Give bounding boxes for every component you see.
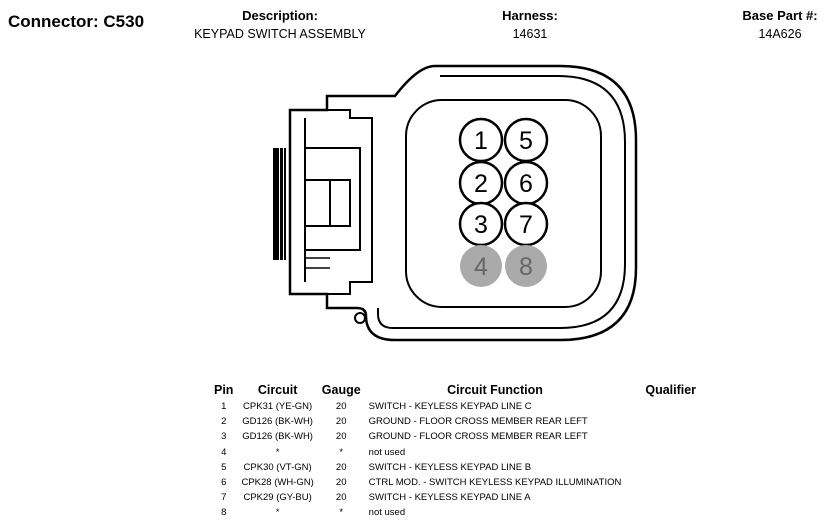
pin-circle bbox=[460, 245, 502, 287]
pin-2: 2 bbox=[458, 160, 504, 206]
pin-table: Pin Circuit Gauge Circuit Function Quali… bbox=[210, 383, 700, 521]
cell-gauge: 20 bbox=[335, 416, 347, 428]
base-part-label: Base Part #: bbox=[742, 8, 818, 23]
cell-qualifier bbox=[625, 445, 700, 460]
table-row: 4 * * not used bbox=[210, 445, 700, 460]
cell-circuit: GD126 (BK-WH) bbox=[242, 431, 313, 443]
base-part-block: Base Part #: 14A626 bbox=[720, 8, 827, 41]
cell-gauge: 20 bbox=[335, 401, 347, 412]
cell-pin: 3 bbox=[221, 431, 227, 443]
cell-gauge: * bbox=[339, 446, 344, 458]
pin-label: 5 bbox=[519, 127, 533, 155]
cell-circuit: * bbox=[275, 446, 280, 458]
cell-qualifier bbox=[625, 460, 700, 475]
pin-label: 4 bbox=[474, 253, 488, 281]
pin-8: 8 bbox=[505, 245, 547, 287]
pin-7: 7 bbox=[503, 201, 549, 247]
table-row: 3 GD126 (BK-WH) 20 GROUND - FLOOR CROSS MEM… bbox=[210, 429, 700, 444]
grip-ribs bbox=[273, 148, 286, 260]
cell-gauge: 20 bbox=[335, 461, 347, 473]
description-label: Description: bbox=[242, 8, 318, 23]
cell-function: CTRL MOD. - SWITCH KEYLESS KEYPAD ILLUMI… bbox=[368, 477, 622, 489]
col-circuit-header: Circuit bbox=[257, 383, 298, 397]
pin-label: 1 bbox=[474, 127, 488, 155]
connector-housing bbox=[288, 64, 638, 342]
pin-4: 4 bbox=[460, 245, 502, 287]
pin-3: 3 bbox=[458, 201, 504, 247]
col-function-header: Circuit Function bbox=[447, 383, 543, 397]
table-row: 7 CPK29 (GY-BU) 20 SWITCH - KEYLESS KEYPAD … bbox=[210, 490, 700, 505]
col-gauge-header: Gauge bbox=[321, 383, 361, 397]
table-row: 2 GD126 (BK-WH) 20 GROUND - FLOOR CROSS MEM… bbox=[210, 414, 700, 429]
cell-qualifier bbox=[625, 429, 700, 444]
cell-circuit: CPK31 (YE-GN) bbox=[243, 401, 313, 412]
pin-label: 8 bbox=[519, 253, 533, 281]
table-row: 6 CPK28 (WH-GN) 20 CTRL MOD. - SWITCH KEYLE… bbox=[210, 475, 700, 490]
pin-circle bbox=[505, 245, 547, 287]
cell-qualifier bbox=[625, 490, 700, 505]
pin-label: 3 bbox=[474, 211, 488, 239]
pin-label: 7 bbox=[519, 211, 533, 239]
cell-circuit: GD126 (BK-WH) bbox=[242, 416, 313, 428]
pin-label: 2 bbox=[474, 170, 488, 198]
cell-function: SWITCH - KEYLESS KEYPAD LINE B bbox=[368, 461, 532, 473]
col-pin-header: Pin bbox=[214, 383, 234, 397]
description-block: Description: KEYPAD SWITCH ASSEMBLY bbox=[180, 8, 380, 41]
cell-circuit: * bbox=[275, 507, 280, 519]
cell-circuit: CPK29 (GY-BU) bbox=[243, 492, 312, 504]
connector-title: Connector: C530 bbox=[8, 12, 145, 31]
cell-qualifier bbox=[625, 414, 700, 429]
cell-circuit: CPK28 (WH-GN) bbox=[241, 477, 314, 489]
cell-function: not used bbox=[368, 507, 406, 519]
cell-pin: 4 bbox=[221, 446, 227, 458]
cell-gauge: * bbox=[339, 507, 344, 519]
harness-value: 14631 bbox=[512, 27, 548, 41]
connector-diagram: 1 5 2 6 3 7 4 8 bbox=[273, 64, 638, 342]
cell-function: GROUND - FLOOR CROSS MEMBER REAR LEFT bbox=[368, 431, 588, 443]
cell-gauge: 20 bbox=[335, 431, 347, 443]
cell-gauge: 20 bbox=[335, 477, 347, 489]
cell-pin: 2 bbox=[221, 416, 227, 428]
table-row: 8 * * not used bbox=[210, 505, 700, 520]
cell-qualifier bbox=[625, 505, 700, 520]
cell-pin: 6 bbox=[221, 477, 227, 489]
base-part-value: 14A626 bbox=[758, 27, 802, 41]
table-row: 5 CPK30 (VT-GN) 20 SWITCH - KEYLESS KEYPAD … bbox=[210, 460, 700, 475]
pin-group: 1 5 2 6 3 7 4 8 bbox=[458, 117, 549, 287]
cell-gauge: 20 bbox=[335, 492, 347, 504]
cell-qualifier bbox=[625, 399, 700, 414]
cell-function: SWITCH - KEYLESS KEYPAD LINE C bbox=[368, 401, 532, 412]
pin-6: 6 bbox=[503, 160, 549, 206]
cell-qualifier bbox=[625, 475, 700, 490]
cell-circuit: CPK30 (VT-GN) bbox=[243, 461, 312, 473]
description-value: KEYPAD SWITCH ASSEMBLY bbox=[194, 27, 366, 41]
harness-label: Harness: bbox=[502, 8, 558, 23]
table-header-row: Pin Circuit Gauge Circuit Function Quali… bbox=[210, 383, 700, 399]
cell-pin: 1 bbox=[221, 401, 227, 412]
cell-pin: 5 bbox=[221, 461, 227, 473]
cell-pin: 8 bbox=[221, 507, 227, 519]
cell-function: GROUND - FLOOR CROSS MEMBER REAR LEFT bbox=[368, 416, 588, 428]
cell-pin: 7 bbox=[221, 492, 227, 504]
harness-block: Harness: 14631 bbox=[470, 8, 590, 41]
col-qualifier-header: Qualifier bbox=[645, 383, 697, 397]
pin-1: 1 bbox=[458, 117, 504, 163]
cell-function: SWITCH - KEYLESS KEYPAD LINE A bbox=[368, 492, 531, 504]
pin-5: 5 bbox=[503, 117, 549, 163]
pin-label: 6 bbox=[519, 170, 533, 198]
cell-function: not used bbox=[368, 446, 406, 458]
table-row: 1 CPK31 (YE-GN) 20 SWITCH - KEYLESS KEYPAD … bbox=[210, 399, 700, 414]
